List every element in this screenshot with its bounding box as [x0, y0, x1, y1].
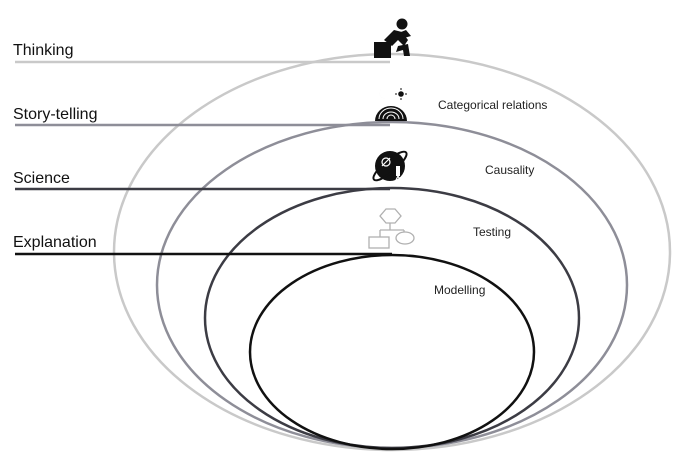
level-label-science: Science	[13, 170, 70, 187]
level-label-thinking: Thinking	[13, 42, 73, 59]
ring-label-testing: Testing	[473, 225, 511, 239]
ring-modelling	[248, 253, 536, 451]
level-lines	[15, 60, 392, 256]
planet-telescope-icon	[372, 150, 408, 183]
ring-label-causality: Causality	[485, 163, 534, 177]
ring-labels: Categorical relations Causality Testing …	[434, 98, 547, 297]
thinker-icon	[374, 18, 411, 58]
ring-label-modelling: Modelling	[434, 283, 485, 297]
level-label-story-telling: Story-telling	[13, 106, 97, 123]
ellipse-group	[112, 52, 672, 452]
level-labels: Thinking Story-telling Science Explanati…	[13, 42, 97, 251]
flowchart-icon	[368, 208, 415, 249]
ring-testing	[203, 186, 581, 450]
campfire-night-icon	[375, 88, 407, 121]
ring-label-categorical-relations: Categorical relations	[438, 98, 547, 112]
level-label-explanation: Explanation	[13, 234, 97, 251]
